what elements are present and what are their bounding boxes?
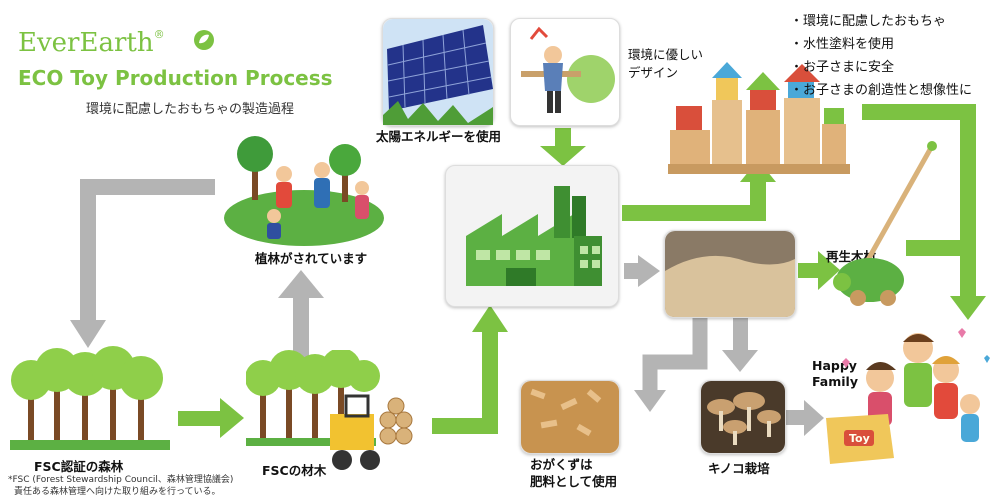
label-planting: 植林がされています xyxy=(255,251,368,266)
arrow-factory-to-sawdust-head xyxy=(638,255,660,287)
tree-planting-illustration xyxy=(224,136,384,246)
arrow-sawdust-to-mushroom-head xyxy=(722,350,758,372)
toy-box-label: Toy xyxy=(849,432,870,445)
feature-item: ・お子さまの創造性と想像性に xyxy=(790,83,973,98)
arrow-factory-to-sawdust-shaft xyxy=(624,263,640,279)
label-sawdust-compost: おがくずは 肥料として使用 xyxy=(530,457,618,489)
wood-chips-icon xyxy=(521,381,619,453)
label-solar: 太陽エネルギーを使用 xyxy=(376,129,502,144)
footnote-line-2: 責任ある森林管理へ向けた取り組みを行っている。 xyxy=(14,487,221,497)
design-box xyxy=(510,18,620,126)
brand-name: EverEarth xyxy=(18,28,154,58)
factory-box xyxy=(445,165,619,307)
arrow-sawdust-to-mushroom-shaft xyxy=(733,318,748,352)
factory-icon xyxy=(466,186,602,286)
arrow-design-to-factory-head xyxy=(540,146,586,166)
arrow-mushroom-to-family-shaft xyxy=(786,410,806,425)
arrow-planting-to-forest xyxy=(80,179,215,322)
designer-at-desk-icon xyxy=(521,26,615,113)
footnote-line-1: *FSC (Forest Stewardship Council、森林管理協議会… xyxy=(8,475,234,485)
happy-family-illustration: Toy xyxy=(826,328,990,464)
label-mushroom: キノコ栽培 xyxy=(708,461,770,476)
feature-item: ・水性塗料を使用 xyxy=(790,37,895,52)
solar-panel-box xyxy=(382,18,494,126)
label-fsc-forest: FSC認証の森林 xyxy=(34,459,124,474)
arrow-head-forest xyxy=(70,320,106,348)
arrow-mushroom-to-family-head xyxy=(804,400,824,436)
arrow-head-compost xyxy=(634,390,666,412)
wooden-blocks-illustration xyxy=(668,62,850,174)
arrow-forest-to-wood-head xyxy=(220,398,244,438)
wood-chips-box xyxy=(520,380,620,454)
brand-registered-mark: ® xyxy=(153,28,165,41)
arrow-design-to-factory-shaft xyxy=(555,128,571,150)
brand-logo-text: EverEarth® xyxy=(18,28,165,58)
arrow-sawdust-to-recycled-shaft xyxy=(798,263,820,278)
mushroom-icon xyxy=(701,381,785,453)
feature-item: ・お子さまに安全 xyxy=(790,60,895,75)
arrow-sawdust-to-compost xyxy=(642,318,708,392)
feature-item: ・環境に配慮したおもちゃ xyxy=(790,14,947,29)
arrow-head-factory-bottom xyxy=(472,305,508,332)
label-design: 環境に優しい デザイン xyxy=(628,47,704,80)
page-title: ECO Toy Production Process xyxy=(18,66,333,90)
page-subtitle: 環境に配慮したおもちゃの製造過程 xyxy=(86,102,295,117)
mushroom-box xyxy=(700,380,786,454)
arrow-forest-to-wood-shaft xyxy=(178,411,222,426)
arrow-wood-to-factory xyxy=(432,330,498,434)
sawdust-box xyxy=(664,230,796,318)
leaf-logo-icon xyxy=(194,30,214,50)
solar-panel-icon xyxy=(383,19,493,125)
turtle-push-toy-illustration xyxy=(833,141,937,306)
label-fsc-wood: FSCの材木 xyxy=(262,463,327,478)
fsc-wood-forklift-illustration xyxy=(246,350,413,470)
arrow-head-family-top xyxy=(950,296,986,320)
arrow-factory-to-blocks xyxy=(622,178,766,221)
feature-list: ・環境に配慮したおもちゃ ・水性塗料を使用 ・お子さまに安全 ・お子さまの創造性… xyxy=(790,10,972,102)
sawdust-pile-icon xyxy=(665,231,795,317)
fsc-forest-illustration xyxy=(10,346,170,450)
arrow-sawdust-to-recycled-head xyxy=(818,251,840,290)
arrow-features-to-family xyxy=(862,104,976,298)
arrow-wood-to-planting-shaft xyxy=(293,296,309,360)
arrow-wood-to-planting-head xyxy=(278,270,324,298)
